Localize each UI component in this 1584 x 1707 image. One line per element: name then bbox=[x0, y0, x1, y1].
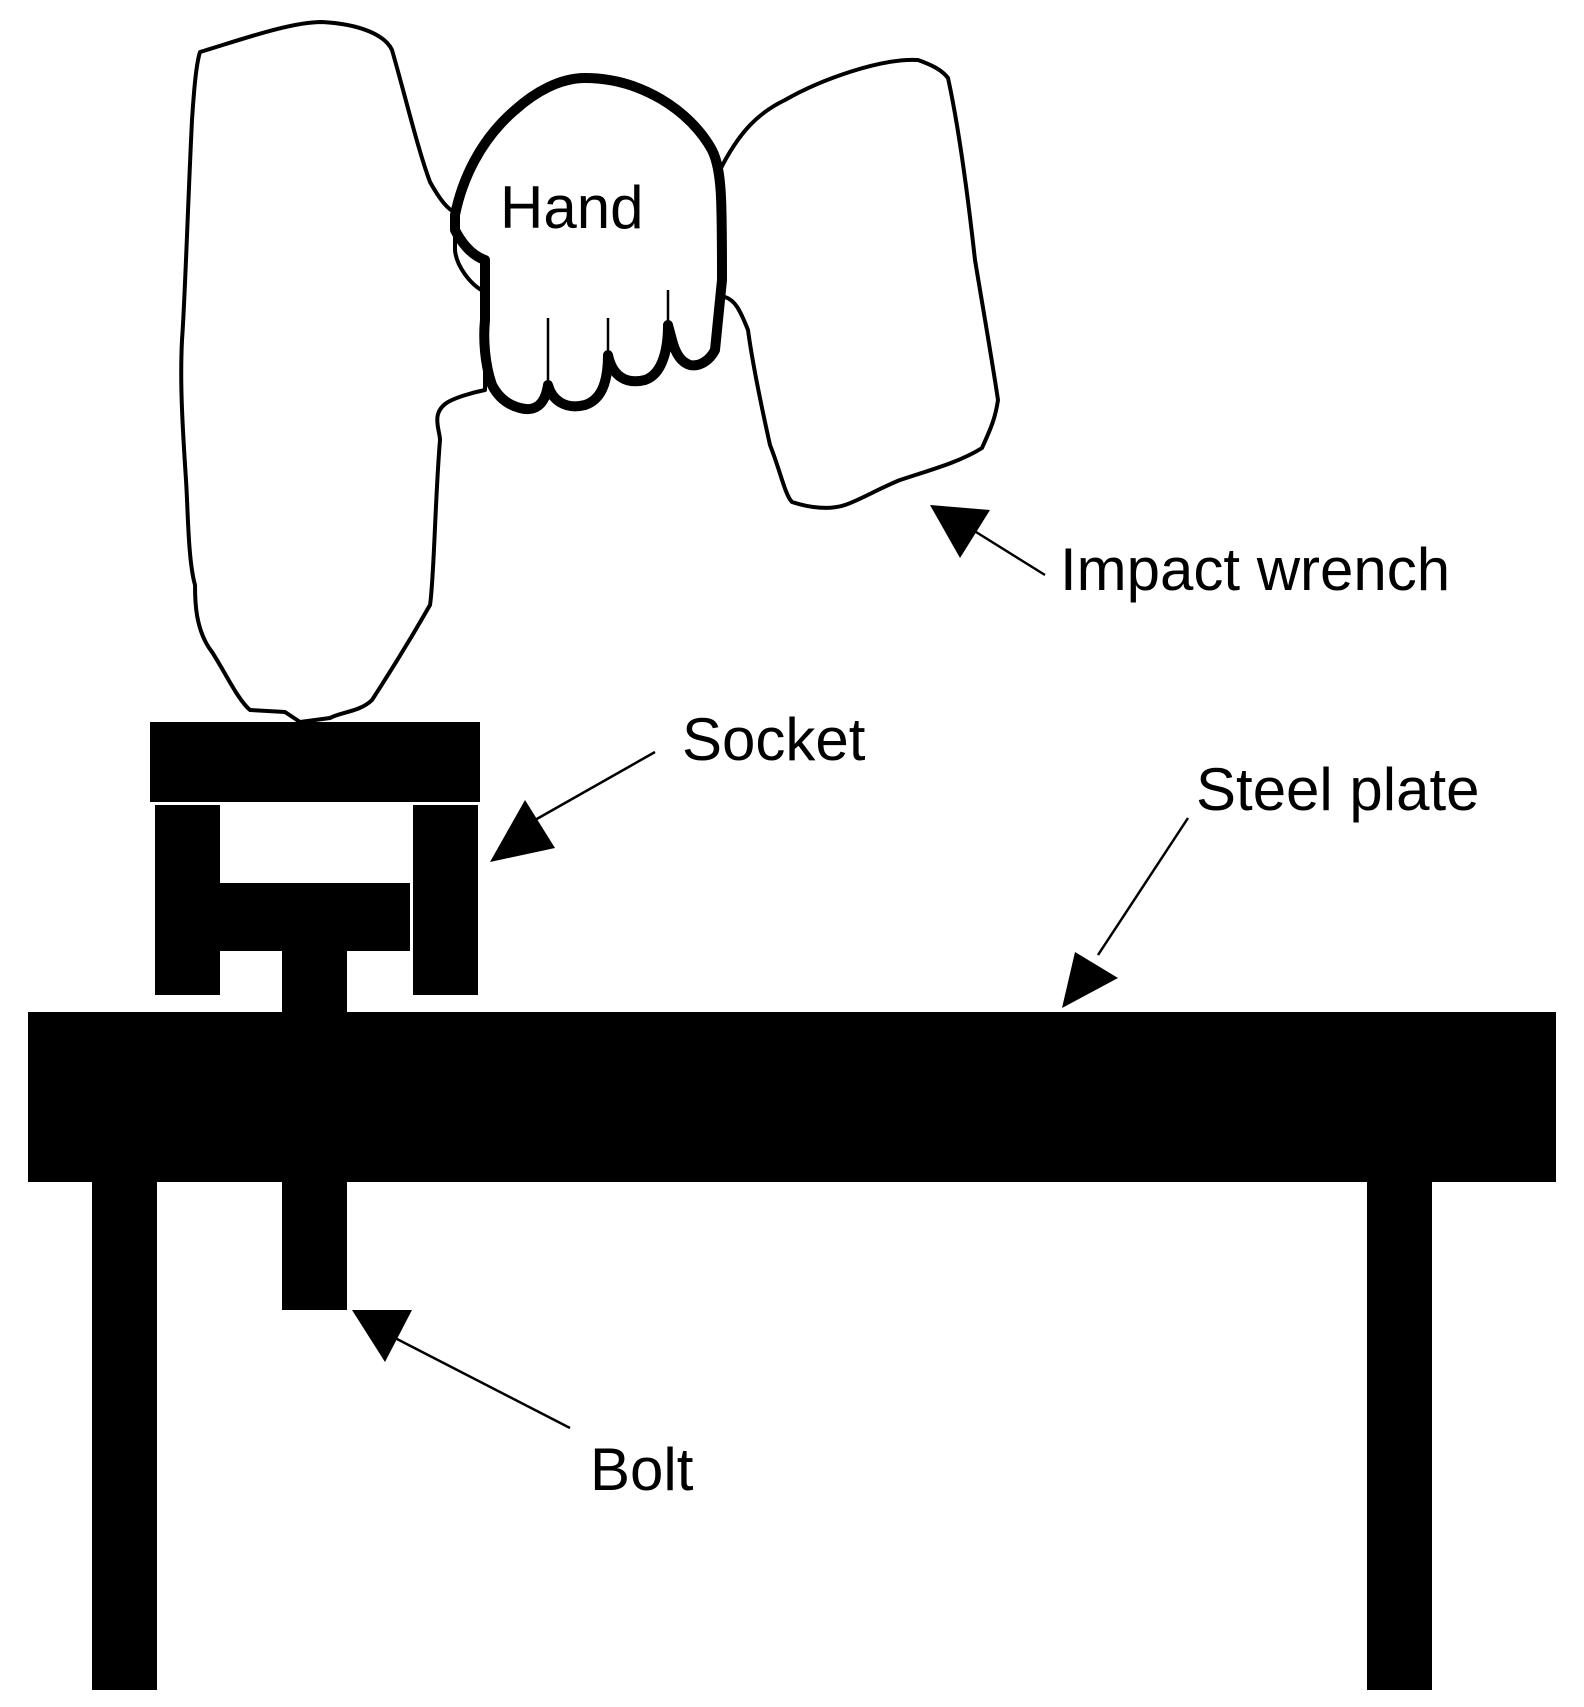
socket-arrow bbox=[490, 750, 656, 862]
hand-label: Hand bbox=[500, 174, 643, 241]
bolt-shank-lower bbox=[282, 1180, 347, 1310]
socket-top bbox=[150, 722, 480, 802]
table-leg-right bbox=[1367, 1180, 1432, 1690]
steel-plate bbox=[28, 1012, 1556, 1182]
impact-wrench-body bbox=[179, 20, 487, 724]
bolt-arrow bbox=[352, 1310, 571, 1430]
socket-inner-bar bbox=[155, 883, 410, 951]
bolt-label: Bolt bbox=[590, 1436, 694, 1503]
impact-wrench-nose bbox=[708, 57, 1000, 510]
hand-outline bbox=[450, 73, 727, 414]
socket-label: Socket bbox=[682, 706, 866, 773]
table-leg-left bbox=[92, 1180, 157, 1690]
steel-plate-label: Steel plate bbox=[1196, 756, 1480, 823]
impact-wrench-arrow bbox=[930, 505, 1046, 577]
impact-wrench-label: Impact wrench bbox=[1060, 536, 1450, 603]
socket-right-wall bbox=[413, 805, 478, 995]
steel-plate-arrow bbox=[1062, 817, 1190, 1008]
bolt-shank-upper bbox=[282, 948, 347, 1016]
